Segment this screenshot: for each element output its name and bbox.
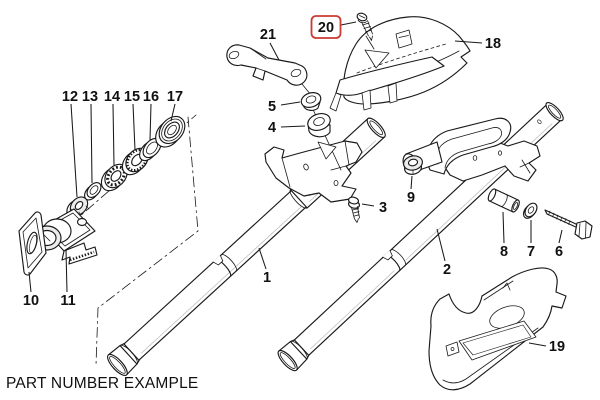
part-callout-11[interactable]: 11 xyxy=(60,293,75,309)
screw-part-3 xyxy=(347,196,361,223)
caption: PART NUMBER EXAMPLE xyxy=(6,375,199,392)
lock-plate-part-10 xyxy=(18,211,47,276)
callout-leader-15 xyxy=(132,103,136,151)
bearing-part-17 xyxy=(155,115,186,148)
part-callout-8[interactable]: 8 xyxy=(500,244,508,260)
highlight-box xyxy=(310,15,342,39)
part-callout-6[interactable]: 6 xyxy=(555,244,563,260)
bolt-part-6 xyxy=(544,209,593,240)
assembly-marker-triangle xyxy=(364,49,390,69)
bushing-part-4 xyxy=(307,113,331,138)
nut-part-9 xyxy=(403,155,423,175)
callout-leader-3 xyxy=(361,203,375,207)
callout-leader-1 xyxy=(258,247,267,270)
callout-leader-2 xyxy=(436,228,446,262)
callout-leader-11 xyxy=(65,249,68,293)
part-callout-20[interactable]: 20 xyxy=(318,20,334,36)
part-callout-7[interactable]: 7 xyxy=(527,244,535,260)
assembly-marker-triangle-2 xyxy=(317,141,337,160)
callout-leader-21 xyxy=(269,42,280,61)
bearing-stack-parts-12-17 xyxy=(66,115,186,219)
part-callout-4[interactable]: 4 xyxy=(268,120,276,136)
part-callout-14[interactable]: 14 xyxy=(104,89,120,105)
mounting-bracket-tube-1 xyxy=(264,140,363,203)
washer-part-7 xyxy=(522,202,538,219)
part-callout-21[interactable]: 21 xyxy=(260,27,276,43)
callout-leader-19 xyxy=(528,342,547,347)
part-callout-12[interactable]: 12 xyxy=(62,89,78,105)
callout-leader-12 xyxy=(70,103,78,198)
callout-leader-5 xyxy=(280,101,301,106)
grommet-part-5 xyxy=(300,92,322,111)
callout-leader-20 xyxy=(340,21,357,26)
part-callout-2[interactable]: 2 xyxy=(443,262,451,278)
part-callout-19[interactable]: 19 xyxy=(549,339,565,355)
part-callout-3[interactable]: 3 xyxy=(379,200,387,216)
callout-leader-18 xyxy=(454,40,483,44)
part-callout-13[interactable]: 13 xyxy=(82,89,98,105)
part-callout-17[interactable]: 17 xyxy=(167,89,183,105)
part-callout-5[interactable]: 5 xyxy=(268,99,276,115)
part-callout-16[interactable]: 16 xyxy=(143,89,159,105)
spacer-part-8 xyxy=(487,188,520,213)
ring-part-13 xyxy=(84,182,102,201)
callout-leader-4 xyxy=(280,125,306,128)
callout-leader-14 xyxy=(112,103,115,166)
bracket-part-21 xyxy=(226,44,312,96)
part-callout-9[interactable]: 9 xyxy=(407,190,415,206)
part-callout-10[interactable]: 10 xyxy=(23,293,39,309)
part-callout-15[interactable]: 15 xyxy=(124,89,140,105)
part-callout-18[interactable]: 18 xyxy=(485,36,501,52)
callout-leader-9 xyxy=(410,175,413,190)
clamp-assembly xyxy=(402,117,541,182)
screw-part-20 xyxy=(356,12,390,69)
callout-leader-16 xyxy=(149,103,152,141)
callout-leader-6 xyxy=(558,229,563,244)
callout-leader-17 xyxy=(170,103,176,122)
callout-leader-13 xyxy=(90,103,93,184)
ring-part-16 xyxy=(139,137,162,162)
callout-leader-8 xyxy=(502,211,505,244)
lower-shroud-part-19 xyxy=(428,267,567,391)
callout-leader-10 xyxy=(28,271,32,293)
upper-shroud-part-18 xyxy=(329,16,471,112)
part-callout-1[interactable]: 1 xyxy=(263,270,271,286)
